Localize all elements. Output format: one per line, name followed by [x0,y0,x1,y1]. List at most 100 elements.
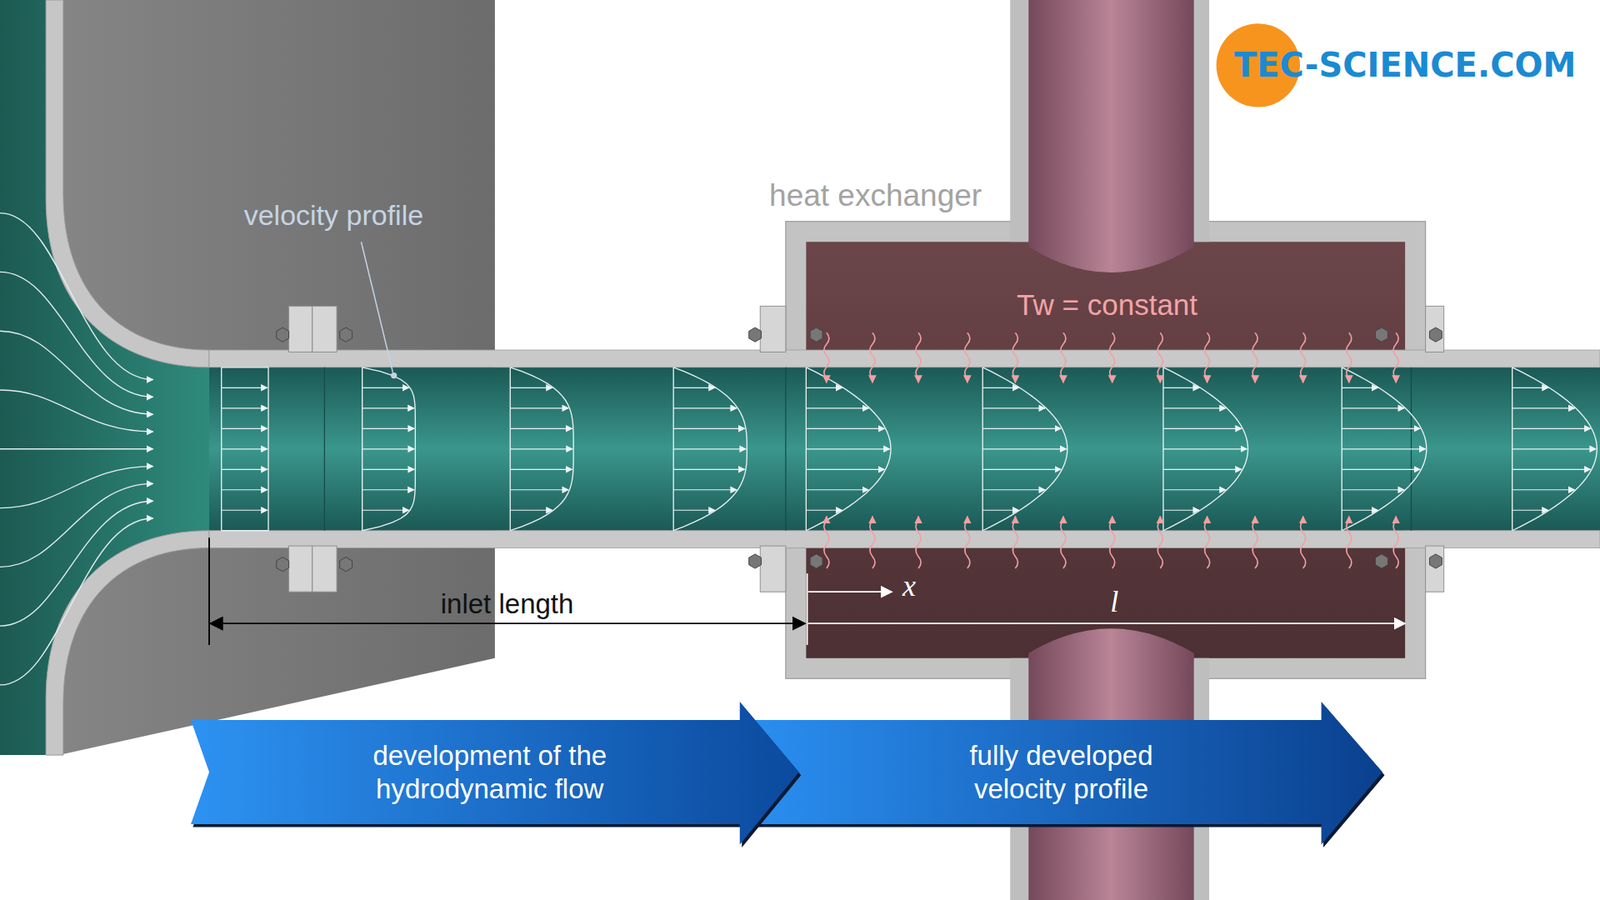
velocity-arrow [1163,428,1242,430]
bolt-nut [276,327,290,342]
velocity-arrow [1341,489,1405,490]
heat-flow-arrow [870,332,875,383]
velocity-profile [982,367,1068,531]
bolt-nut [1375,327,1389,342]
heat-flow-arrow [870,516,875,569]
velocity-arrow [805,407,869,409]
heat-flow-arrow [915,332,921,383]
velocity-arrow [221,510,268,511]
bolt-nut [1429,327,1442,342]
velocity-arrow [510,510,553,511]
velocity-arrow [1512,387,1549,389]
profile-curve [673,367,747,531]
velocity-arrow [1341,448,1425,450]
velocity-arrow [982,428,1061,430]
banner-text: development of the hydrodynamic flow [323,739,657,805]
bolt-nut [810,327,823,342]
velocity-arrow [510,448,573,450]
leader-dot [390,372,397,379]
process-arrow-banner: development of the hydrodynamic flow [190,701,800,845]
velocity-arrow [1512,407,1575,409]
dimension-tick [208,537,210,645]
velocity-arrow [1512,448,1596,450]
velocity-arrow [221,428,268,430]
heat-exchanger-housing: heat exchangerTw = constant [785,221,1426,680]
heat-flow-arrow [1252,332,1258,383]
streamline [0,500,154,626]
inlet-funnel-wall [45,0,210,368]
heat-flow-arrow [1110,332,1115,383]
velocity-arrow [982,489,1045,490]
velocity-profile [362,367,416,531]
velocity-arrow [221,448,268,450]
coolant-pipe [1028,0,1194,245]
profile-curve [510,367,574,531]
velocity-arrow [673,387,715,389]
axis-arrow [808,590,892,593]
streamline [0,390,154,432]
heat-flow-arrow [1205,516,1210,569]
velocity-profile [1341,367,1427,531]
velocity-arrow [362,387,410,389]
heat-flow-arrow [1393,332,1399,383]
heat-flow-arrow [1110,516,1115,569]
leader-line [360,241,393,373]
heat-flow-arrow [1346,516,1352,569]
velocity-arrow [673,489,737,490]
velocity-profile [510,367,574,531]
velocity-arrow [982,469,1061,470]
velocity-arrow [362,407,415,409]
velocity-arrow [673,448,746,450]
flange [1425,305,1445,352]
axis-label: x [902,568,916,605]
inlet-funnel-wall [45,530,210,755]
velocity-arrow [1512,510,1549,511]
flange-gap [311,545,313,592]
streamline [0,213,154,380]
bolt-nut [340,327,353,342]
flange-gap [311,305,313,352]
pipe-wall [209,350,1600,368]
streamline [0,518,154,685]
streamlines [0,213,154,685]
tank-fluid [0,0,210,755]
bolt-nut [340,557,353,572]
streamline [0,448,154,450]
velocity-arrow [1512,469,1591,470]
heat-flow-arrow [1346,332,1352,383]
velocity-arrow [1512,489,1575,490]
velocity-arrow [1163,469,1242,470]
velocity-arrow [1163,407,1226,409]
heat-flow-arrow [915,516,921,569]
pipe-wall [209,530,1600,549]
coolant-pipe-opening [1028,240,1194,273]
bolt-nut [276,557,290,572]
profile-curve [221,367,269,531]
velocity-arrow [1163,489,1226,490]
housing-label: heat exchanger [769,177,982,215]
pipe-joint [785,367,786,531]
dimension-label: l [1110,584,1119,620]
velocity-arrow [805,387,842,389]
bolt-nut [749,554,762,569]
heat-flow-arrow [1157,516,1163,569]
velocity-arrow [362,428,415,430]
velocity-arrow [510,469,572,470]
heat-flow-arrow [1300,516,1306,569]
velocity-arrow [510,407,569,409]
profile-curve [362,367,416,531]
velocity-arrow [1341,510,1378,511]
velocity-arrow [1341,407,1405,409]
velocity-arrow [510,489,569,490]
dimension-tick [806,573,809,645]
flange [760,305,786,352]
heat-flow-arrow [965,332,970,383]
profile-curve [982,367,1068,531]
dimension-line [210,622,805,625]
velocity-arrow [510,428,572,430]
velocity-arrow [1341,428,1420,430]
velocity-arrow [1341,469,1420,470]
pipe-fluid [209,367,1600,531]
